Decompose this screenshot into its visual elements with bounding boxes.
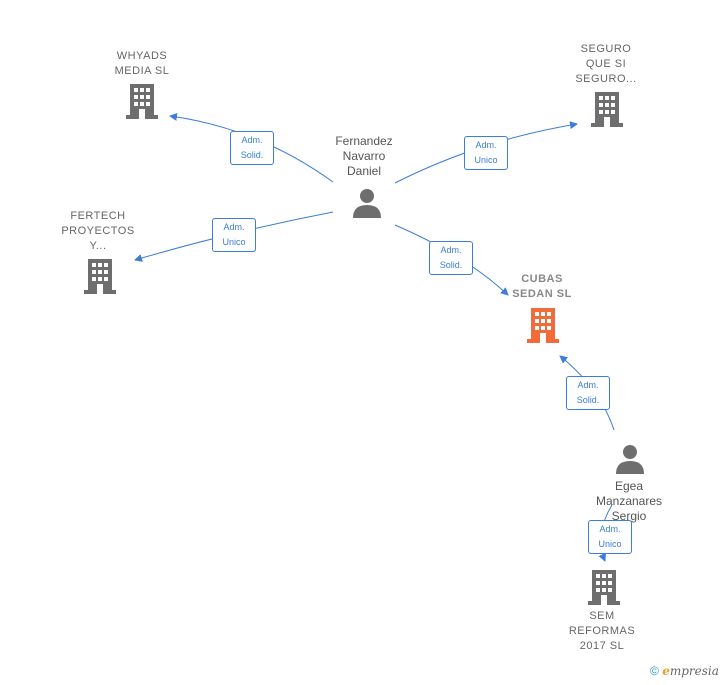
building-icon[interactable] xyxy=(84,259,116,294)
person-egea-name: Egea Manzanares Sergio xyxy=(595,479,663,523)
company-seguro[interactable]: SEGURO QUE SI SEGURO... xyxy=(566,42,646,87)
role-badge-whyads[interactable]: Adm. Solid. xyxy=(230,131,274,165)
company-fertech-name: FERTECH PROYECTOS Y... xyxy=(61,210,135,252)
company-fertech[interactable]: FERTECH PROYECTOS Y... xyxy=(56,209,140,254)
company-whyads[interactable]: WHYADS MEDIA SL xyxy=(100,49,184,79)
company-cubas[interactable]: CUBAS SEDAN SL xyxy=(500,272,584,302)
company-seguro-name: SEGURO QUE SI SEGURO... xyxy=(575,43,637,85)
role-badge-egea-sem[interactable]: Adm. Unico xyxy=(588,520,632,554)
person-icon[interactable] xyxy=(352,188,382,218)
role-badge-line2: Solid. xyxy=(240,150,264,160)
building-icon[interactable] xyxy=(527,308,559,343)
role-badge-line2: Unico xyxy=(598,539,622,549)
role-badge-line1: Adm. xyxy=(599,524,621,534)
footer-brand: © empresia xyxy=(650,664,719,678)
role-badge-cubas[interactable]: Adm. Solid. xyxy=(429,241,473,275)
brand-logo: empresia xyxy=(662,664,719,678)
company-cubas-name: CUBAS SEDAN SL xyxy=(512,273,572,300)
copyright-icon: © xyxy=(650,664,659,678)
person-fernandez-name: Fernandez Navarro Daniel xyxy=(335,134,393,178)
role-badge-line1: Adm. xyxy=(241,135,263,145)
role-badge-seguro[interactable]: Adm. Unico xyxy=(464,136,508,170)
role-badge-line1: Adm. xyxy=(577,380,599,390)
role-badge-egea-cubas[interactable]: Adm. Solid. xyxy=(566,376,610,410)
role-badge-line1: Adm. xyxy=(223,222,245,232)
company-sem[interactable]: SEM REFORMAS 2017 SL xyxy=(560,609,644,654)
role-badge-line1: Adm. xyxy=(475,140,497,150)
role-badge-line2: Solid. xyxy=(439,260,463,270)
role-badge-fertech[interactable]: Adm. Unico xyxy=(212,218,256,252)
role-badge-line1: Adm. xyxy=(440,245,462,255)
company-sem-name: SEM REFORMAS 2017 SL xyxy=(568,610,636,652)
company-whyads-name: WHYADS MEDIA SL xyxy=(114,50,170,77)
building-icon[interactable] xyxy=(588,570,620,605)
brand-initial: e xyxy=(662,664,670,678)
person-egea[interactable]: Egea Manzanares Sergio xyxy=(584,479,674,524)
building-icon[interactable] xyxy=(591,92,623,127)
person-fernandez[interactable]: Fernandez Navarro Daniel xyxy=(322,134,406,179)
brand-rest: mpresia xyxy=(669,664,719,678)
person-icon[interactable] xyxy=(615,444,645,474)
role-badge-line2: Unico xyxy=(474,155,498,165)
building-icon[interactable] xyxy=(126,84,158,119)
role-badge-line2: Solid. xyxy=(576,395,600,405)
role-badge-line2: Unico xyxy=(222,237,246,247)
